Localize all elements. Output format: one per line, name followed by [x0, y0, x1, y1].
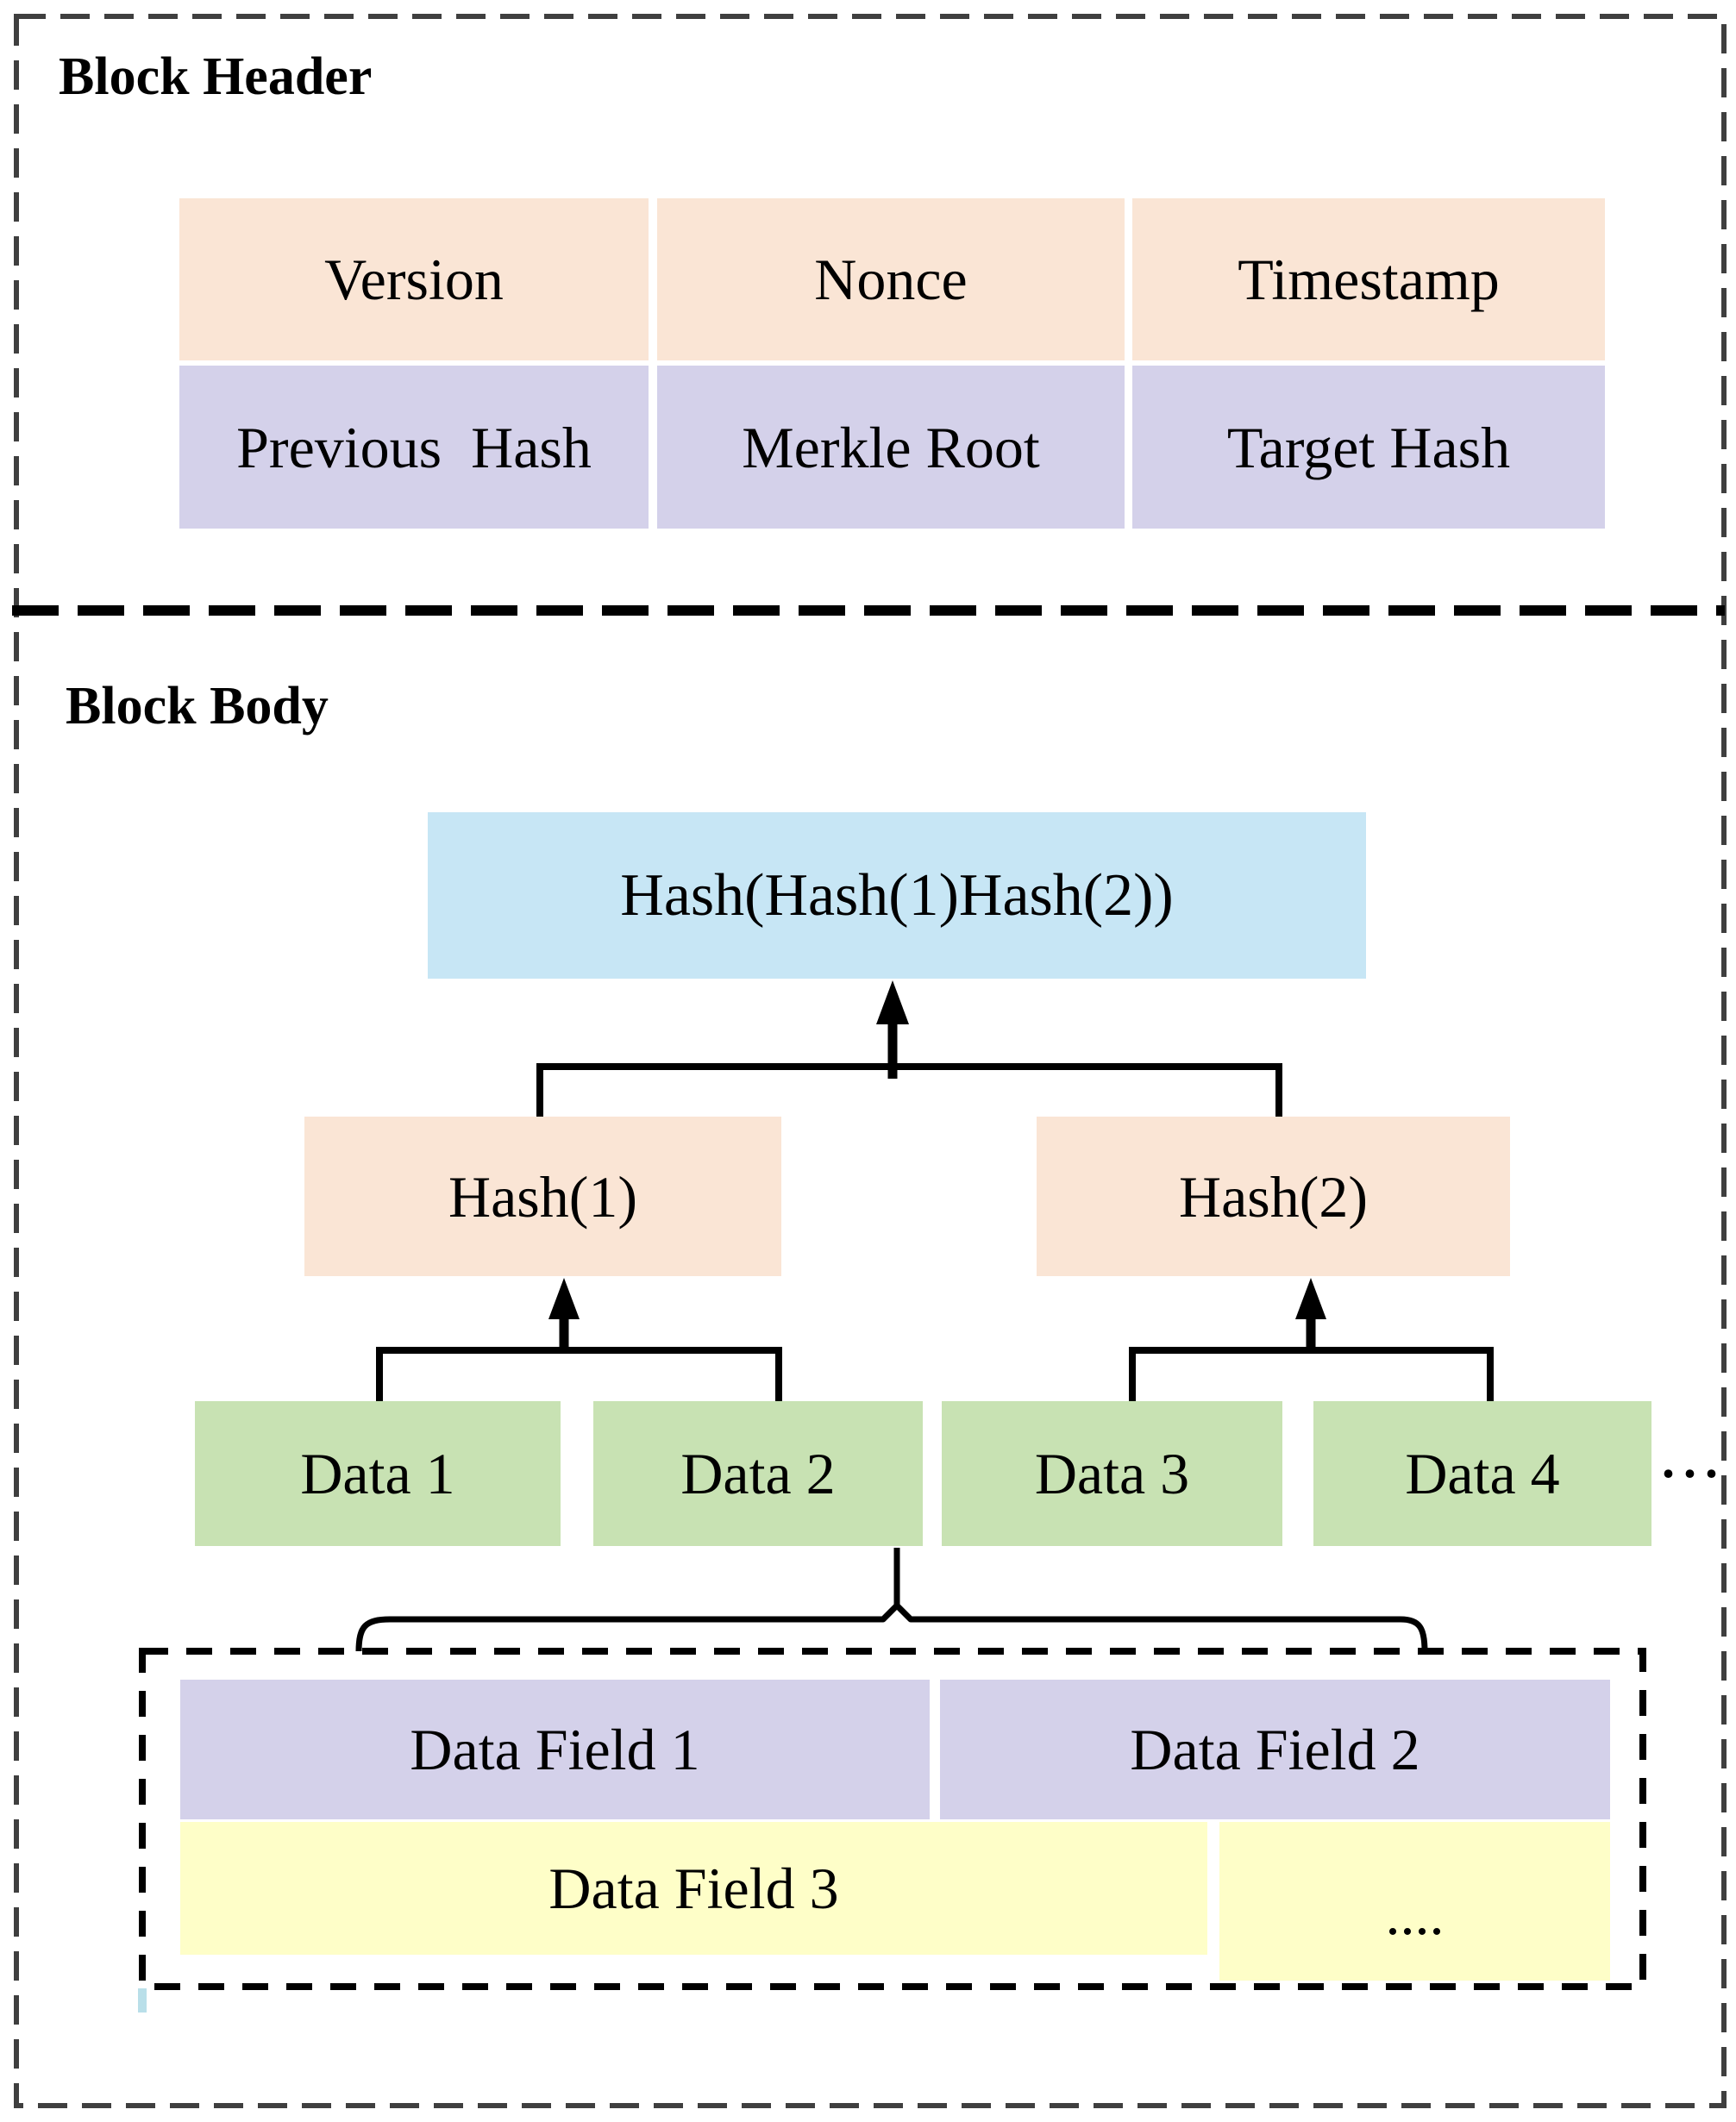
data-field-3: Data Field 3 — [180, 1822, 1207, 1955]
bracket-hash2 — [1129, 1347, 1494, 1401]
block-body-title: Block Body — [66, 677, 329, 736]
merkle-hash1-node: Hash(1) — [304, 1117, 781, 1276]
merkle-hash2-node: Hash(2) — [1037, 1117, 1510, 1276]
cyan-tick-mark — [138, 1988, 147, 2012]
outer-dashed-border — [14, 14, 1727, 2108]
data-field-more: .... — [1219, 1822, 1610, 1981]
header-cell-target-hash: Target Hash — [1132, 366, 1605, 529]
arrow-root-head — [876, 980, 909, 1024]
merkle-root-node: Hash(Hash(1)Hash(2)) — [428, 812, 1366, 979]
bracket-root — [536, 1063, 1282, 1118]
transaction-dashed-box — [139, 1648, 1646, 1990]
block-header-title: Block Header — [59, 47, 373, 106]
more-leaves-ellipsis: ··· — [1659, 1444, 1725, 1502]
data-leaf-4: Data 4 — [1313, 1401, 1651, 1546]
header-cell-merkle-root: Merkle Root — [657, 366, 1125, 529]
detail-brace — [355, 1602, 1428, 1652]
arrow-hash2-head — [1295, 1278, 1326, 1319]
header-cell-version: Version — [179, 198, 649, 360]
data-leaf-3: Data 3 — [942, 1401, 1282, 1546]
data-field-2: Data Field 2 — [940, 1680, 1610, 1819]
arrow-hash1-head — [548, 1278, 580, 1319]
data-field-1: Data Field 1 — [180, 1680, 930, 1819]
data-leaf-2: Data 2 — [593, 1401, 923, 1546]
header-cell-previous-hash: Previous Hash — [179, 366, 649, 529]
bracket-hash1 — [376, 1347, 782, 1401]
data-leaf-1: Data 1 — [195, 1401, 561, 1546]
header-cell-timestamp: Timestamp — [1132, 198, 1605, 360]
header-cell-nonce: Nonce — [657, 198, 1125, 360]
